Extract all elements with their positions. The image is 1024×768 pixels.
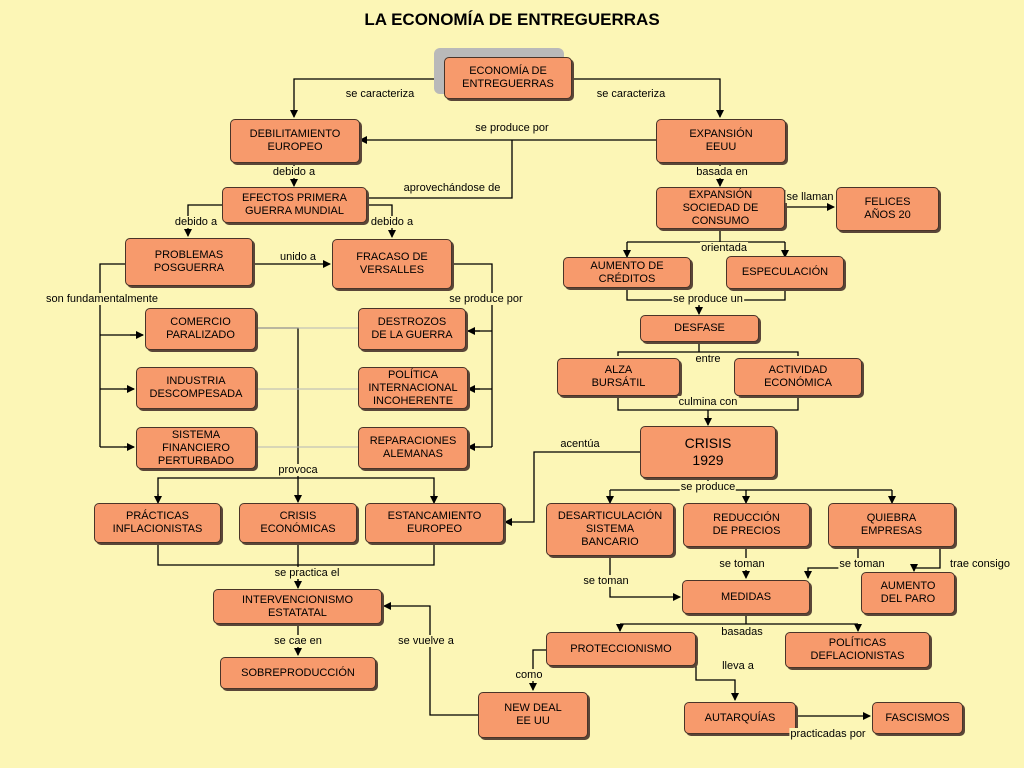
link-provoca <box>157 477 435 502</box>
node-fascismos: FASCISMOS <box>872 702 963 734</box>
node-sobreproduccion: SOBREPRODUCCIÓN <box>220 657 376 689</box>
label-se-llaman: se llaman <box>785 191 835 203</box>
node-quiebra: QUIEBRA EMPRESAS <box>828 503 955 547</box>
node-expansion-eeuu: EXPANSIÓN EEUU <box>656 119 786 163</box>
link-newdeal-intervencionismo <box>383 602 478 716</box>
node-reduccion: REDUCCIÓN DE PRECIOS <box>683 503 810 547</box>
node-expansion-sociedad: EXPANSIÓN SOCIEDAD DE CONSUMO <box>656 187 785 229</box>
label-se-produce-por-top: se produce por <box>474 122 550 134</box>
node-crisis-1929: CRISIS 1929 <box>640 426 776 478</box>
link-crisis-produce <box>609 478 893 502</box>
node-autarquias: AUTARQUÍAS <box>684 702 796 734</box>
link-root-debilitamiento <box>290 78 444 118</box>
link-aprovechandose <box>367 140 513 199</box>
node-felices: FELICES AÑOS 20 <box>836 187 939 231</box>
node-sistema: SISTEMA FINANCIERO PERTURBADO <box>136 427 256 469</box>
label-se-toman-1: se toman <box>718 558 766 570</box>
label-debido-a-3: debido a <box>369 216 415 228</box>
node-debilitamiento: DEBILITAMIENTO EUROPEO <box>230 119 360 163</box>
node-industria: INDUSTRIA DESCOMPESADA <box>136 367 256 409</box>
node-problemas: PROBLEMAS POSGUERRA <box>125 238 253 286</box>
node-aumento-creditos: AUMENTO DE CRÉDITOS <box>563 257 691 288</box>
node-efectos: EFECTOS PRIMERA GUERRA MUNDIAL <box>222 187 367 223</box>
label-se-practica-el: se practica el <box>273 567 341 579</box>
node-alza: ALZA BURSÁTIL <box>557 358 680 396</box>
label-se-caracteriza-right: se caracteriza <box>595 88 667 100</box>
node-especulacion: ESPECULACIÓN <box>726 256 844 289</box>
link-crisis-estancamiento <box>504 451 640 526</box>
node-proteccionismo: PROTECCIONISMO <box>546 632 696 666</box>
label-basada-en: basada en <box>695 166 749 178</box>
label-provoca: provoca <box>277 464 319 476</box>
label-como: como <box>514 669 544 681</box>
label-son-fundamentalmente: son fundamentalmente <box>45 293 159 305</box>
node-crisis-economicas: CRISIS ECONÓMICAS <box>239 503 357 543</box>
node-new-deal: NEW DEAL EE UU <box>478 692 588 738</box>
label-unido-a: unido a <box>278 251 318 263</box>
label-se-cae-en: se cae en <box>273 635 323 647</box>
node-destrozos: DESTROZOS DE LA GUERRA <box>358 308 466 350</box>
label-orientada: orientada <box>700 242 748 254</box>
label-culmina-con: culmina con <box>677 396 739 408</box>
node-medidas: MEDIDAS <box>682 580 810 614</box>
label-se-produce: se produce <box>679 481 737 493</box>
link-practica-intervencionismo <box>157 543 435 587</box>
label-se-toman-3: se toman <box>582 575 630 587</box>
label-debido-a-1: debido a <box>271 166 317 178</box>
node-desfase: DESFASE <box>640 315 759 342</box>
link-desarticulacion-medidas <box>609 556 681 601</box>
node-aumento-paro: AUMENTO DEL PARO <box>861 572 955 614</box>
node-desarticulacion: DESARTICULACIÓN SISTEMA BANCARIO <box>546 503 674 556</box>
node-politicas-deflacionistas: POLÍTICAS DEFLACIONISTAS <box>785 632 930 668</box>
label-entre: entre <box>694 353 722 365</box>
link-problemas-bracket <box>99 263 143 448</box>
node-comercio: COMERCIO PARALIZADO <box>145 308 256 350</box>
link-root-expansion <box>572 78 724 118</box>
label-se-toman-2: se toman <box>838 558 886 570</box>
node-politica-internacional: POLÍTICA INTERNACIONAL INCOHERENTE <box>358 367 468 409</box>
label-lleva-a: lleva a <box>721 660 755 672</box>
map-title: LA ECONOMÍA DE ENTREGUERRAS <box>364 10 660 29</box>
link-quiebra-paro <box>910 547 941 572</box>
label-se-produce-un: se produce un <box>672 293 744 305</box>
link-medidas-basadas <box>619 614 859 630</box>
label-debido-a-2: debido a <box>173 216 219 228</box>
label-se-produce-por-mid: se produce por <box>448 293 524 305</box>
label-aprovechandose-de: aprovechándose de <box>402 182 502 194</box>
label-trae-consigo: trae consigo <box>949 558 1011 570</box>
node-root: ECONOMÍA DE ENTREGUERRAS <box>444 57 572 99</box>
link-quiebra-medidas <box>804 547 859 579</box>
node-reparaciones: REPARACIONES ALEMANAS <box>358 427 468 469</box>
node-actividad: ACTIVIDAD ECONÓMICA <box>734 358 862 396</box>
node-estancamiento: ESTANCAMIENTO EUROPEO <box>365 503 504 543</box>
label-acentua: acentúa <box>559 438 601 450</box>
node-fracaso: FRACASO DE VERSALLES <box>332 239 452 289</box>
node-intervencionismo: INTERVENCIONISMO ESTATATAL <box>213 589 382 624</box>
link-fracaso-bracket <box>452 263 493 448</box>
label-se-vuelve-a: se vuelve a <box>397 635 455 647</box>
link-proteccionismo-autarquias <box>695 664 739 701</box>
node-practicas: PRÁCTICAS INFLACIONISTAS <box>94 503 221 543</box>
label-se-caracteriza-left: se caracteriza <box>344 88 416 100</box>
label-basadas: basadas <box>720 626 764 638</box>
label-practicadas-por: practicadas por <box>789 728 867 740</box>
link-desfase-entre <box>617 342 799 356</box>
